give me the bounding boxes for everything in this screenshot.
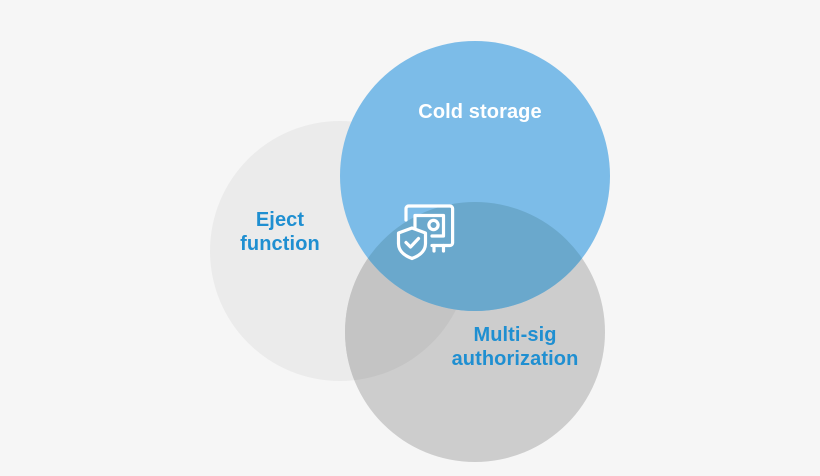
overlap-cold-multisig (345, 202, 605, 311)
safe-vault-shield-icon (393, 202, 457, 262)
safe-vault-shield-icon-glyph (396, 204, 455, 261)
